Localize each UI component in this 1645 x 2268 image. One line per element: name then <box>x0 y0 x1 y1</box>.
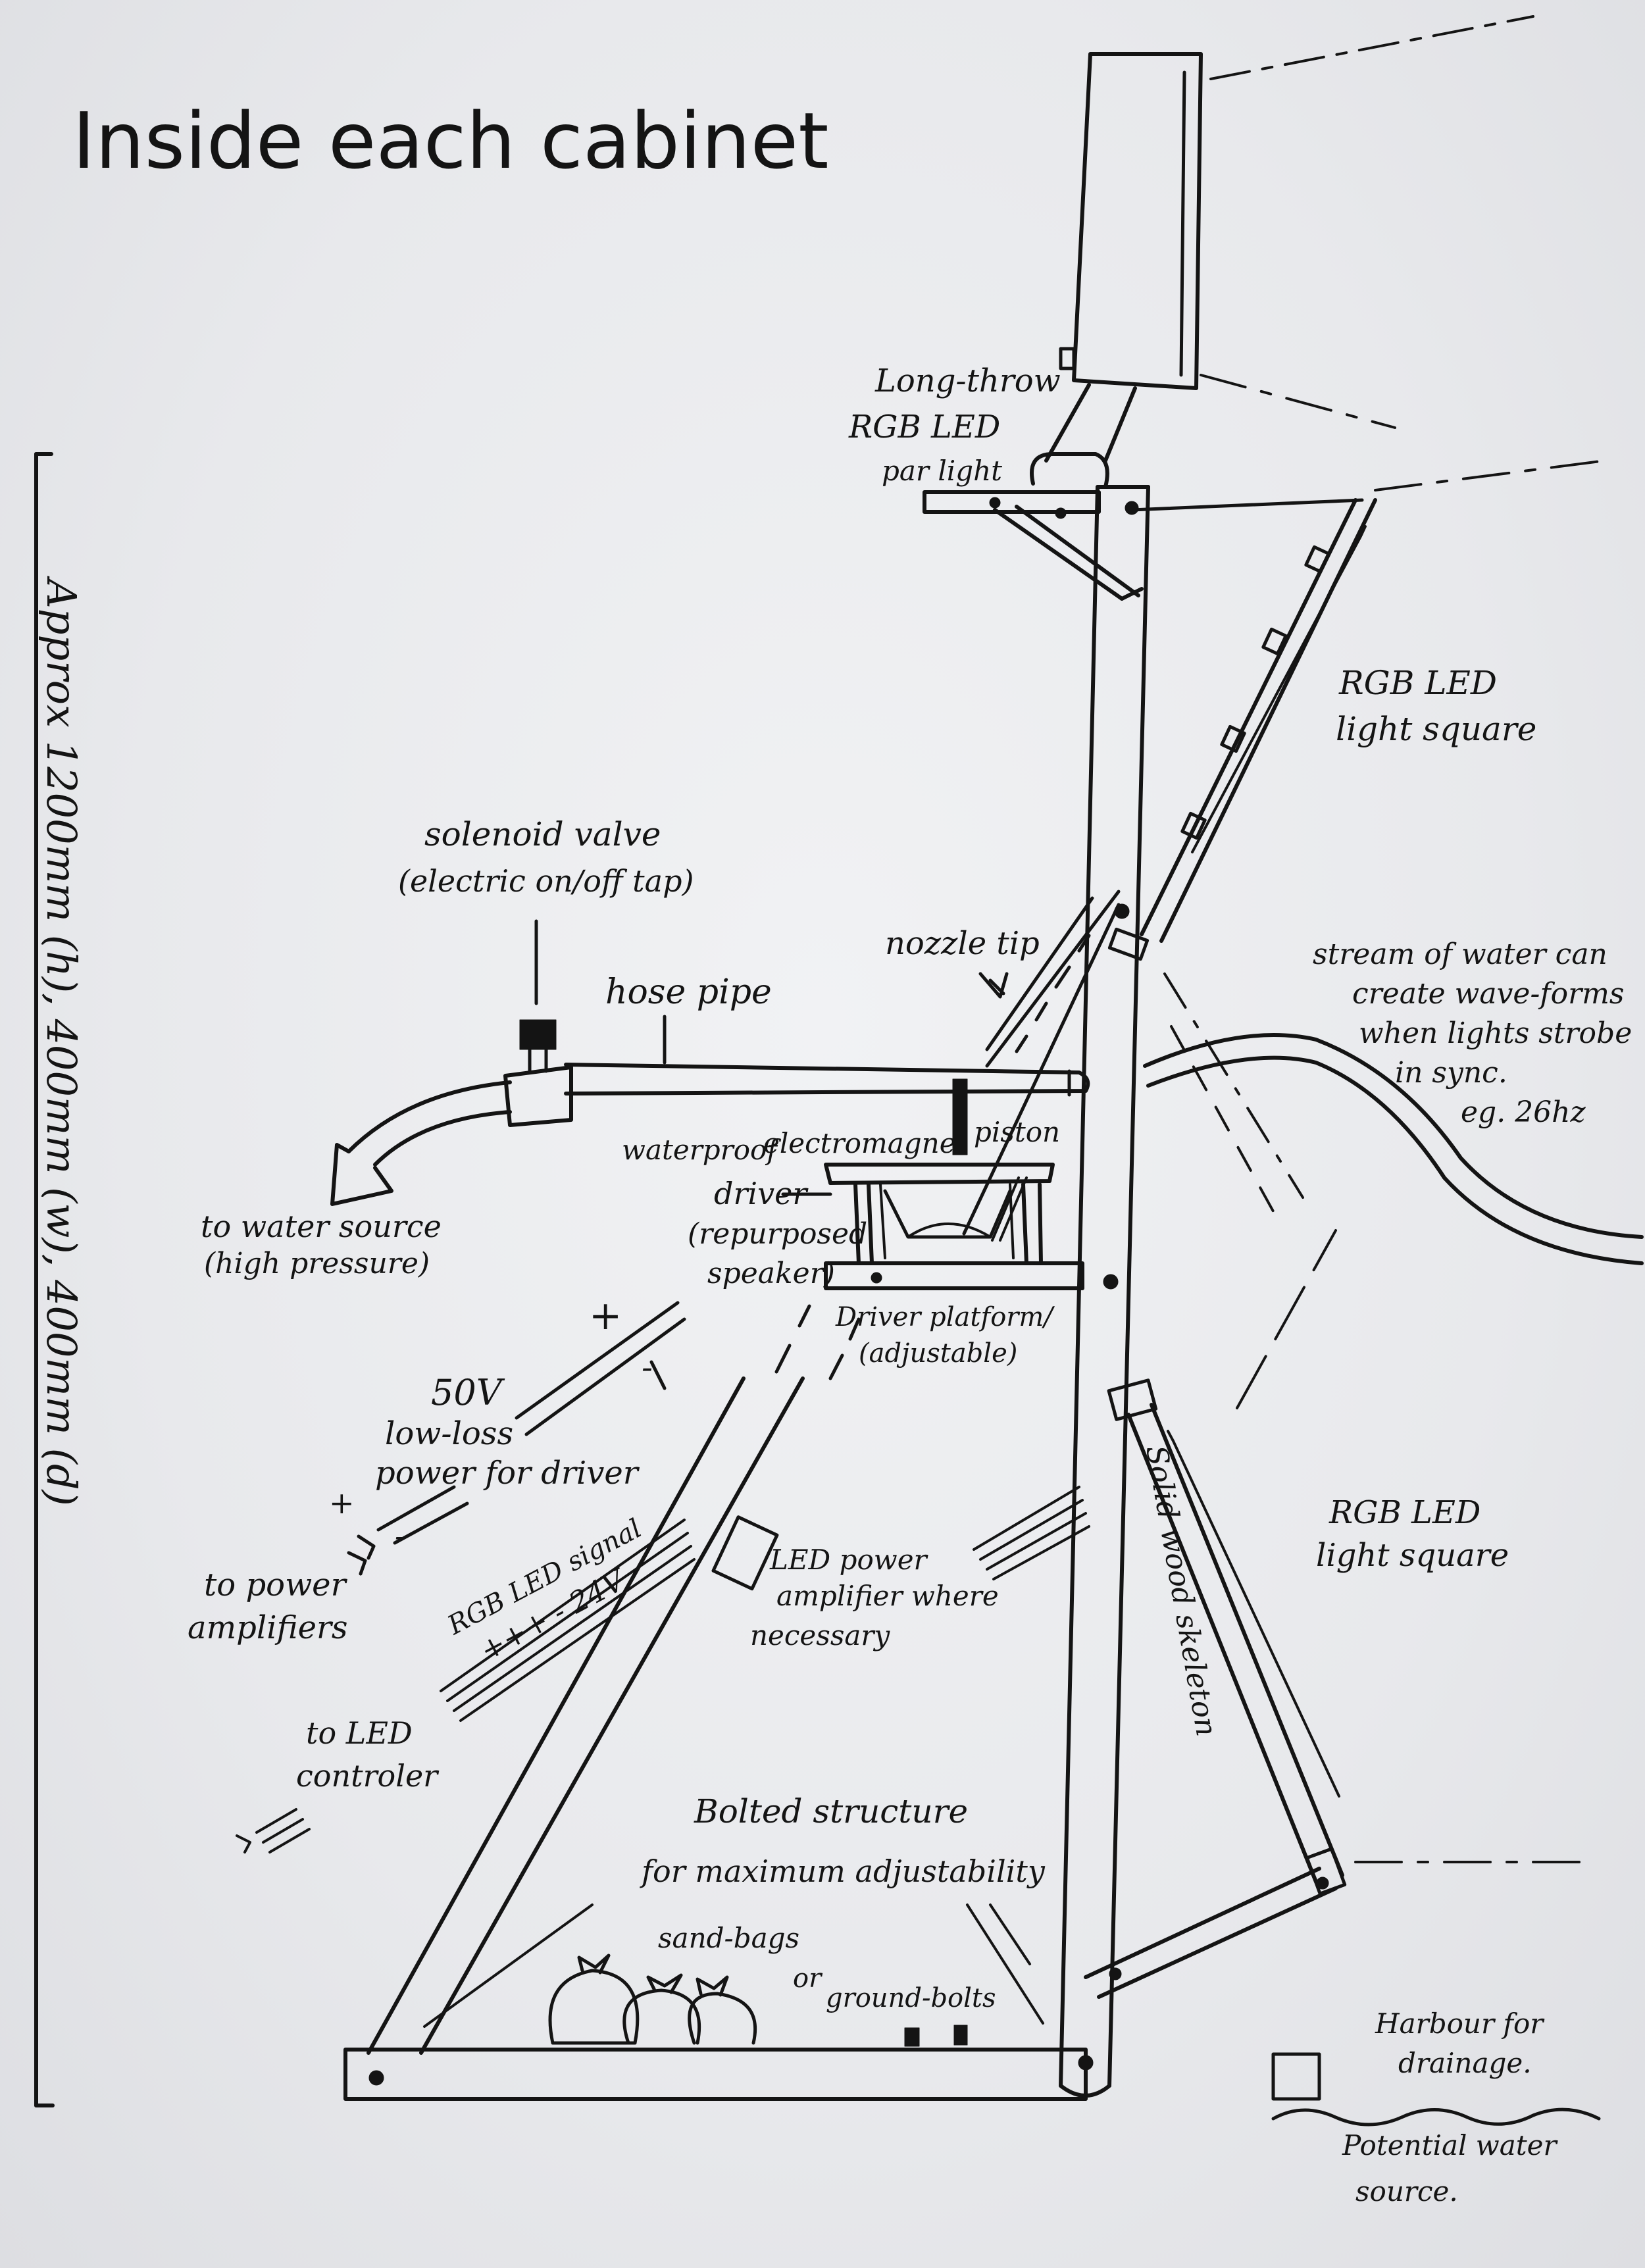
harbour-label-1: Harbour for <box>1375 2007 1545 2040</box>
power-label-2: low-loss <box>385 1415 513 1452</box>
page-title: Inside each cabinet <box>72 95 828 186</box>
bolted-label-1: Bolted structure <box>694 1792 968 1830</box>
base-beam <box>343 2048 1088 2101</box>
led-controller-label-1: to LED <box>306 1715 413 1751</box>
solid-wood-post <box>1059 485 1150 2098</box>
amplifier-arrows <box>347 1485 469 1576</box>
platform-label-2: (adjustable) <box>859 1338 1017 1369</box>
harbour-drainage <box>1271 2052 1601 2127</box>
par-light-label-1: Long-throw <box>874 363 1061 399</box>
par-light-label-3: par light <box>882 455 1002 487</box>
power-cable-50v <box>515 1301 686 1436</box>
diagonal-strut-front <box>367 903 1121 2055</box>
stage-outline-lines <box>1200 15 1607 1863</box>
solenoid-label-1: solenoid valve <box>424 815 661 853</box>
power-minus-sign: - <box>642 1348 653 1386</box>
light-square-upper-label-2: light square <box>1336 710 1536 748</box>
par-light-housing <box>1059 52 1203 390</box>
power-label-3: power for driver <box>375 1455 640 1492</box>
water-source-label-2: (high pressure) <box>204 1247 430 1280</box>
driver-platform <box>781 1192 1084 1290</box>
platform-label-1: Driver platform/ <box>835 1302 1055 1332</box>
sand-bags <box>548 1953 757 2045</box>
par-light-label-2: RGB LED <box>848 409 1000 445</box>
power-plus-sign: + <box>589 1293 622 1339</box>
power-label-1: 50V <box>431 1372 505 1413</box>
top-shelf-bracket <box>923 490 1144 601</box>
sandbags-label-2: or <box>793 1963 823 1994</box>
skeleton-label: Solid wood skeleton <box>1139 1443 1223 1739</box>
led-amplifier-label-3: necessary <box>750 1619 891 1651</box>
par-light-mount <box>1030 383 1137 489</box>
driver-label-3: speaker) <box>707 1257 835 1290</box>
nozzle-tip-label: nozzle tip <box>885 925 1040 962</box>
light-square-upper-label-1: RGB LED <box>1338 664 1497 702</box>
light-square-upper <box>1107 498 1377 961</box>
ground-bolts <box>904 2025 968 2047</box>
piston-label: piston <box>974 1116 1060 1148</box>
diagonal-strut-upper <box>985 890 1121 1068</box>
stream-label-4: in sync. <box>1395 1056 1507 1090</box>
stream-label-2: create wave-forms <box>1352 977 1624 1011</box>
led-amplifier-label-2: amplifier where <box>776 1580 999 1612</box>
bolted-label-2: for maximum adjustability <box>640 1853 1046 1889</box>
led-amplifier-label-1: LED power <box>769 1544 929 1576</box>
solenoid-valve <box>503 919 573 1127</box>
potential-water-label-2: source. <box>1355 2175 1458 2207</box>
waterproof-label: waterproof <box>622 1134 781 1166</box>
stream-label-1: stream of water can <box>1313 938 1607 971</box>
driver-label-1: driver <box>714 1176 809 1211</box>
led-power-amplifier <box>711 1486 1090 1591</box>
driver-label-2: (repurposed <box>688 1217 867 1251</box>
adjustability-marks <box>423 1903 1044 2028</box>
led-controller-arrows <box>236 1808 311 1853</box>
harbour-label-2: drainage. <box>1398 2047 1532 2079</box>
light-square-lower-label-2: light square <box>1316 1537 1509 1574</box>
labels: Long-throw RGB LED par light RGB LED lig… <box>188 363 1632 2207</box>
amplifiers-label-2: amplifiers <box>188 1609 348 1646</box>
light-square-lower <box>1084 1378 1347 1999</box>
potential-water-label-1: Potential water <box>1342 2129 1558 2161</box>
water-stream <box>1143 972 1644 1265</box>
height-dimension-line <box>34 452 55 2107</box>
amplifiers-label-1: to power <box>204 1567 348 1603</box>
electromagnet-driver <box>824 1163 1055 1265</box>
amplifier-minus-sign: - <box>395 1518 405 1553</box>
solenoid-label-2: (electric on/off tap) <box>398 863 694 899</box>
nozzle-tip <box>978 896 1094 1053</box>
hose-pipe-label: hose pipe <box>605 972 772 1012</box>
rgb-signal-cable <box>440 1519 696 1722</box>
dimension-note: Approx 1200mm (h), 400mm (w), 400mm (d) <box>38 576 86 1506</box>
hose-pipe <box>330 1015 1090 1206</box>
led-controller-label-2: controler <box>296 1758 440 1794</box>
stream-label-5: eg. 26hz <box>1461 1096 1586 1129</box>
electromagnet-label: electromagnet <box>763 1127 967 1159</box>
sandbags-label-1: sand-bags <box>658 1922 799 1954</box>
light-square-lower-label-1: RGB LED <box>1329 1494 1480 1531</box>
water-source-label-1: to water source <box>201 1209 442 1244</box>
piston <box>952 1078 968 1155</box>
stream-label-3: when lights strobe <box>1359 1017 1632 1050</box>
amplifier-plus-sign: + <box>329 1485 355 1521</box>
sandbags-label-3: ground-bolts <box>826 1983 996 2013</box>
